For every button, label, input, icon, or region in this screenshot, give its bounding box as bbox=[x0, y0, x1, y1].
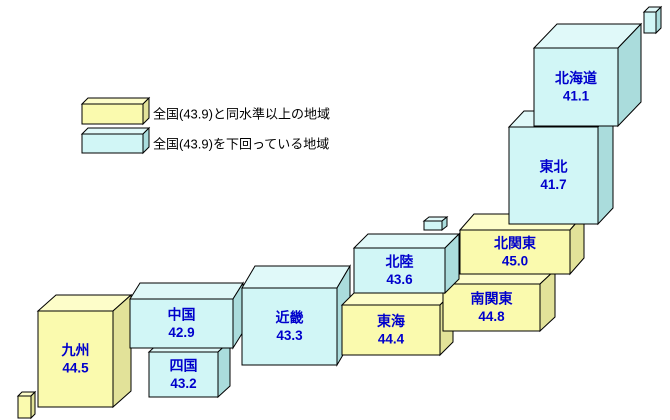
sado-island bbox=[422, 215, 449, 232]
sado-island-front-face bbox=[423, 220, 443, 231]
legend-item-above: 全国(43.9)と同水準以上の地域 bbox=[80, 96, 330, 126]
region-kinki-value-label: 43.3 bbox=[276, 328, 303, 343]
legend-swatch-below-front-face bbox=[81, 133, 144, 154]
region-hokuriku-front-face bbox=[353, 247, 446, 294]
region-tohoku-front-face bbox=[508, 126, 599, 225]
north-island bbox=[642, 5, 663, 35]
okinawa-island-front-face bbox=[17, 395, 32, 419]
north-island-front-face bbox=[643, 11, 657, 34]
region-kita-kanto-front-face bbox=[459, 229, 571, 275]
region-kita-kanto-value-label: 45.0 bbox=[502, 254, 528, 269]
okinawa-island-side-face bbox=[30, 390, 36, 420]
region-tokai-name-label: 東海 bbox=[377, 313, 405, 329]
region-chugoku-name-label: 中国 bbox=[168, 307, 196, 323]
region-hokuriku: 北陸 43.6 bbox=[352, 232, 461, 295]
region-kyushu: 九州 44.5 bbox=[36, 293, 133, 409]
region-hokkaido-front-face bbox=[533, 47, 619, 127]
legend-swatch-above-front-face bbox=[81, 103, 144, 125]
region-kyushu-side-face bbox=[112, 293, 132, 409]
region-hokkaido: 北海道 41.1 bbox=[532, 22, 643, 128]
region-shikoku-name-label: 四国 bbox=[170, 358, 198, 374]
region-chugoku-value-label: 42.9 bbox=[168, 325, 194, 340]
okinawa-island bbox=[16, 390, 37, 420]
region-minami-kanto-front-face bbox=[442, 283, 541, 332]
region-hokuriku-value-label: 43.6 bbox=[386, 272, 413, 287]
region-hokkaido-value-label: 41.1 bbox=[563, 89, 590, 104]
region-minami-kanto: 南関東 44.8 bbox=[441, 268, 557, 333]
legend-label-below: 全国(43.9)を下回っている地域 bbox=[153, 137, 329, 152]
region-tohoku: 東北 41.7 bbox=[507, 109, 615, 226]
region-chugoku-top-face bbox=[129, 282, 244, 300]
region-kyushu-value-label: 44.5 bbox=[62, 361, 89, 376]
region-minami-kanto-value-label: 44.8 bbox=[478, 309, 505, 324]
region-tokai-value-label: 44.4 bbox=[378, 332, 405, 347]
region-hokkaido-name-label: 北海道 bbox=[555, 70, 597, 86]
region-tokai: 東海 44.4 bbox=[340, 290, 455, 357]
north-island-side-face bbox=[655, 5, 662, 35]
region-shikoku-value-label: 43.2 bbox=[170, 376, 196, 391]
region-shikoku-front-face bbox=[148, 351, 219, 398]
region-tohoku-value-label: 41.7 bbox=[540, 177, 566, 192]
legend-swatch-below-top-face bbox=[80, 127, 151, 135]
legend-swatch-above-top-face bbox=[80, 97, 151, 105]
region-chugoku: 中国 42.9 bbox=[129, 281, 244, 350]
region-kyushu-front-face bbox=[37, 310, 114, 408]
region-tohoku-side-face bbox=[597, 109, 614, 226]
region-minami-kanto-name-label: 南関東 bbox=[471, 291, 513, 307]
region-tokai-front-face bbox=[341, 304, 441, 356]
region-kita-kanto-name-label: 北関東 bbox=[494, 235, 536, 251]
region-kinki-name-label: 近畿 bbox=[276, 310, 304, 326]
region-tokai-top-face bbox=[340, 291, 455, 306]
region-hokuriku-top-face bbox=[352, 233, 461, 249]
region-tohoku-name-label: 東北 bbox=[540, 159, 568, 175]
legend-item-below: 全国(43.9)を下回っている地域 bbox=[80, 126, 329, 155]
region-kinki-top-face bbox=[241, 265, 351, 289]
region-kyushu-name-label: 九州 bbox=[61, 342, 90, 358]
legend-label-above: 全国(43.9)と同水準以上の地域 bbox=[153, 107, 330, 122]
region-kinki-front-face bbox=[241, 287, 338, 366]
region-shikoku: 四国 43.2 bbox=[147, 339, 232, 399]
region-chugoku-front-face bbox=[129, 298, 234, 349]
region-kinki: 近畿 43.3 bbox=[241, 264, 351, 367]
region-hokuriku-name-label: 北陸 bbox=[386, 254, 414, 270]
